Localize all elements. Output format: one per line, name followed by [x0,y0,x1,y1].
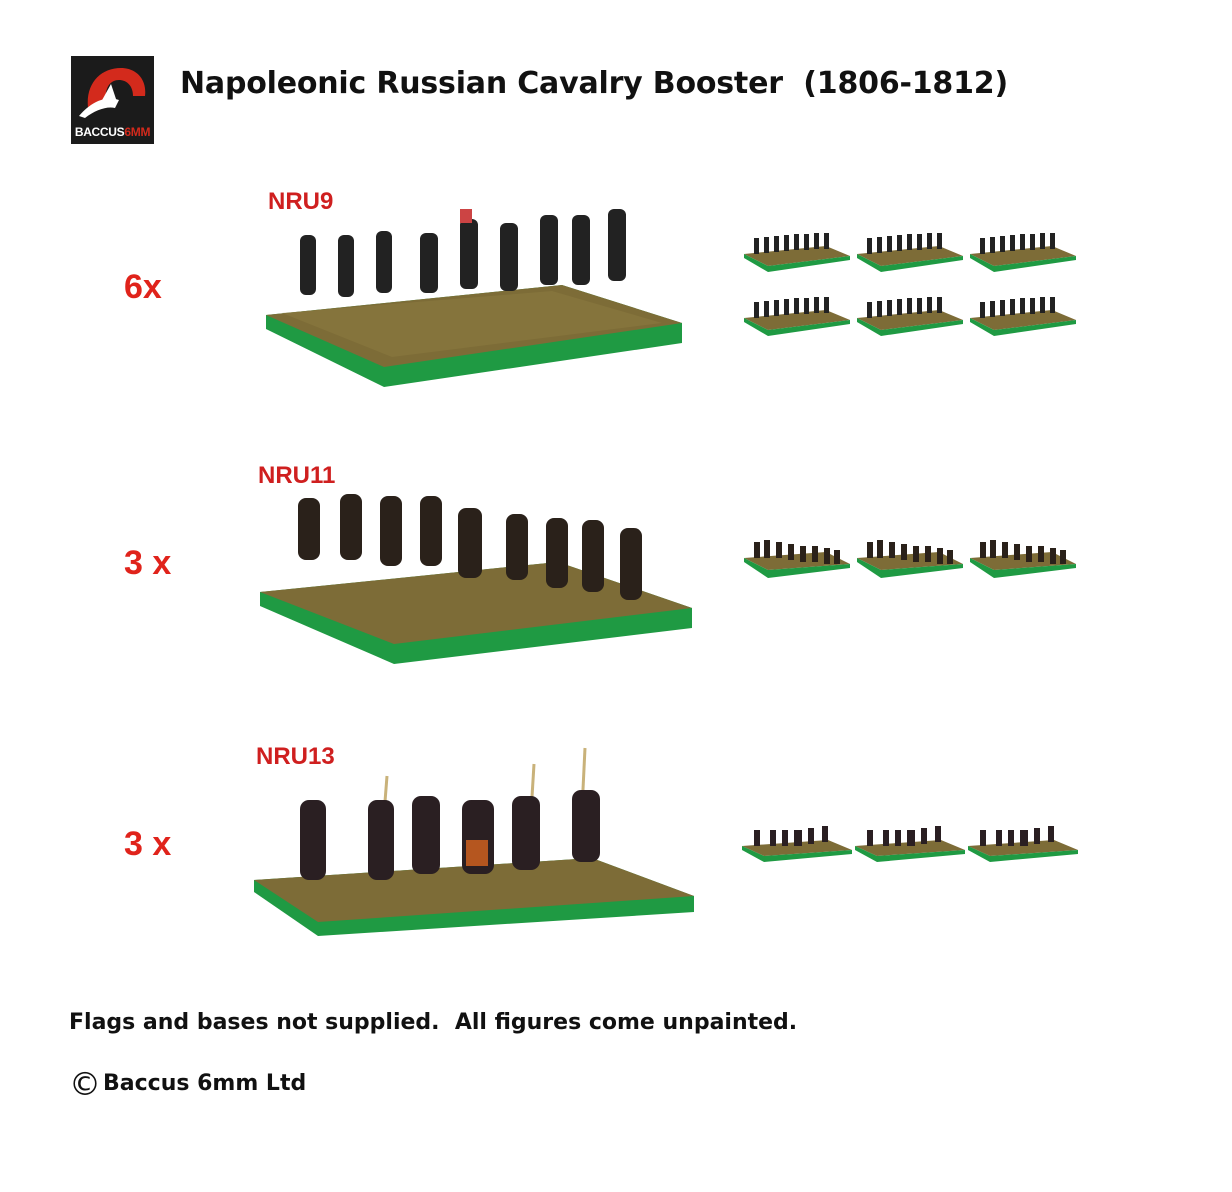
copyright-icon: © [69,1064,101,1103]
thumb-base [744,233,850,272]
main-base-nru9 [266,209,682,387]
thumb-base [742,826,852,862]
code-label-nru9: NRU9 [268,188,334,215]
thumb-base [968,826,1078,862]
main-base-nru13 [254,747,694,936]
thumb-base [857,540,963,578]
thumb-base [857,297,963,336]
helmet-icon [79,68,146,118]
row-count-1: 6x [124,268,162,306]
logo-text: BACCUS6MM [74,125,151,139]
thumb-base [970,233,1076,272]
thumb-base [744,297,850,336]
row-count-3: 3 x [124,825,172,863]
thumb-base [744,540,850,578]
code-label-nru13: NRU13 [256,743,335,770]
supply-note: Flags and bases not supplied. All figure… [69,1010,798,1035]
thumb-base [857,233,963,272]
copyright-line: © Baccus 6mm Ltd [69,1064,307,1103]
thumb-base [855,826,965,862]
row-count-2: 3 x [124,544,172,582]
main-base-nru11 [260,494,692,664]
baccus-logo: BACCUS6MM [71,56,154,144]
page-title: Napoleonic Russian Cavalry Booster (1806… [180,66,1008,101]
copyright-text: Baccus 6mm Ltd [103,1071,307,1096]
thumb-base [970,540,1076,578]
code-label-nru11: NRU11 [258,462,336,489]
thumb-base [970,297,1076,336]
